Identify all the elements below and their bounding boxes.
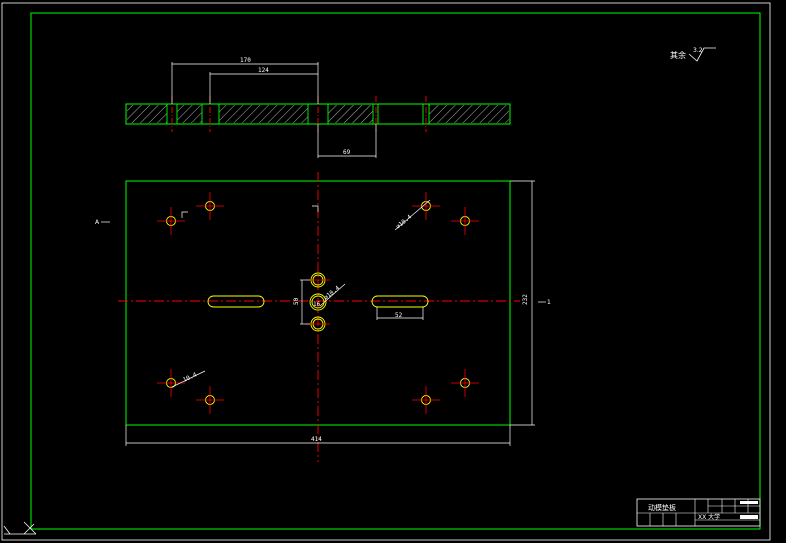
view-marker: 1 (547, 299, 551, 306)
holes-group (157, 192, 479, 414)
school-name: XX 大学 (698, 513, 720, 521)
dim-170: 170 (240, 57, 251, 64)
section-marker: A (95, 219, 100, 226)
roughness-value: 3.2 (693, 47, 703, 54)
roughness-note: 其余 (670, 50, 686, 60)
drawing-border (30, 12, 761, 530)
dim-69: 69 (343, 149, 351, 156)
title-block: 动模垫板 XX 大学 (636, 498, 761, 527)
plan-view: 414 232 52 50 16 ⌀10.4 10.4 ⌀10.4 A 1 (95, 172, 551, 462)
origin-marker (3, 521, 37, 535)
roughness-icon (688, 47, 716, 62)
outer-frame (1, 2, 771, 541)
section-view: 170 124 69 (125, 57, 511, 158)
part-name: 动模垫板 (648, 503, 676, 512)
dim-414: 414 (311, 436, 322, 443)
dim-232: 232 (522, 294, 529, 305)
dim-16: 16 (313, 301, 321, 308)
dim-52: 52 (395, 312, 403, 319)
dim-center-note: ⌀10.4 (323, 284, 342, 301)
dim-50: 50 (293, 297, 300, 305)
dim-hole-right: ⌀10.4 (395, 213, 414, 230)
surface-roughness: 其余 3.2 (670, 47, 716, 62)
dim-124: 124 (258, 67, 269, 74)
dim-hole-left: 10.4 (182, 371, 198, 384)
